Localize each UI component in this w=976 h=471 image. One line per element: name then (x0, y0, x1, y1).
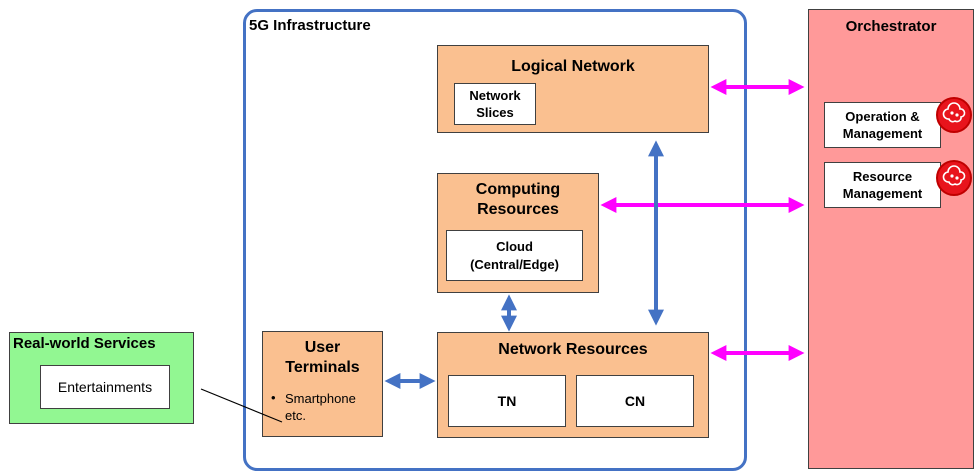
real-world-services-title: Real-world Services (13, 335, 156, 352)
computing-resources-title: Computing Resources (475, 181, 561, 218)
tn-box: TN (448, 375, 566, 427)
orchestrator-panel: Orchestrator (808, 9, 974, 469)
user-terminals-title: User Terminals (285, 339, 360, 376)
orchestrator-title: Orchestrator (845, 18, 937, 35)
resource-management-box: Resource Management (824, 162, 941, 208)
entertainments-smartphone-connector (200, 388, 283, 423)
ai-brain-icon-glyph (942, 165, 966, 186)
operation-management-box: Operation & Management (824, 102, 941, 148)
ai-brain-icon (936, 160, 972, 196)
logical-network-title: Logical Network (511, 58, 635, 75)
infrastructure-title: 5G Infrastructure (249, 17, 371, 34)
logical-network-box: Logical Network Network Slices (437, 45, 709, 133)
ai-brain-icon-glyph (942, 102, 966, 123)
network-slices-box: Network Slices (454, 83, 536, 125)
user-terminals-item: Smartphone etc. (285, 391, 356, 423)
cn-box: CN (576, 375, 694, 427)
user-terminals-bullet: • (271, 390, 276, 405)
real-world-services-box: Real-world Services Entertainments (9, 332, 194, 424)
computing-resources-box: Computing Resources Cloud (Central/Edge) (437, 173, 599, 293)
network-resources-title: Network Resources (498, 341, 648, 358)
user-terminals-box: User Terminals • Smartphone etc. (262, 331, 383, 437)
ai-brain-icon (936, 97, 972, 133)
entertainments-box: Entertainments (40, 365, 170, 409)
cloud-box: Cloud (Central/Edge) (446, 230, 583, 281)
network-resources-box: Network Resources TN CN (437, 332, 709, 438)
